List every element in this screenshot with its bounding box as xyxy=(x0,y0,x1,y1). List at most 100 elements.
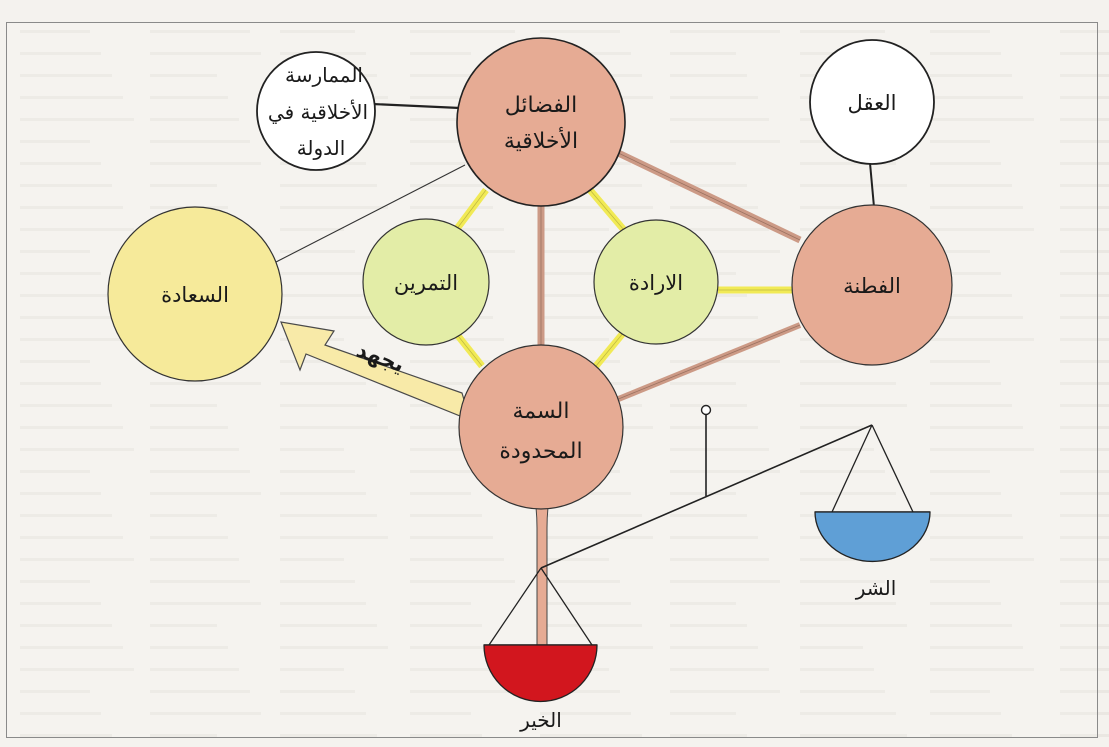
bleed-through-text xyxy=(670,96,758,99)
bleed-through-text xyxy=(280,294,377,297)
bleed-through-text xyxy=(280,30,355,33)
bleed-through-text xyxy=(1060,734,1109,737)
bleed-through-text xyxy=(150,426,228,429)
bleed-through-text xyxy=(930,206,1023,209)
bleed-through-text xyxy=(1060,162,1109,165)
bleed-through-text xyxy=(410,690,515,693)
bleed-through-text xyxy=(150,52,261,55)
bleed-through-text xyxy=(930,646,1023,649)
bleed-through-text xyxy=(670,646,758,649)
bleed-through-text xyxy=(20,492,101,495)
bleed-through-text xyxy=(280,448,344,451)
bleed-through-text xyxy=(410,514,482,517)
bleed-through-text xyxy=(670,74,747,77)
bleed-through-text xyxy=(150,140,250,143)
bleed-through-text xyxy=(670,338,769,341)
bleed-through-text xyxy=(280,580,355,583)
bleed-through-text xyxy=(410,602,471,605)
bleed-through-text xyxy=(1060,646,1109,649)
bleed-through-text xyxy=(670,52,736,55)
good-pan xyxy=(483,644,598,703)
virtues-label-line1: الفضائل xyxy=(505,93,578,118)
bleed-through-text xyxy=(280,690,355,693)
bleed-through-text xyxy=(540,338,609,341)
bleed-through-text xyxy=(930,228,1034,231)
bleed-through-text xyxy=(280,206,388,209)
bleed-through-text xyxy=(1060,52,1109,55)
bleed-through-text xyxy=(20,580,90,583)
bleed-through-text xyxy=(1060,228,1109,231)
bleed-through-text xyxy=(410,74,482,77)
bleed-through-text xyxy=(800,448,874,451)
bleed-through-text xyxy=(20,96,123,99)
bleed-through-text xyxy=(150,74,217,77)
bleed-through-text xyxy=(670,492,736,495)
bleed-through-text xyxy=(1060,184,1109,187)
bleed-through-text xyxy=(670,228,769,231)
bleed-through-text xyxy=(20,52,101,55)
bleed-through-text xyxy=(930,74,1012,77)
bleed-through-text xyxy=(280,404,377,407)
bleed-through-text xyxy=(800,624,907,627)
bleed-through-text xyxy=(800,30,885,33)
bleed-through-text xyxy=(410,580,515,583)
bleed-through-text xyxy=(540,272,631,275)
yellow-links xyxy=(452,187,792,369)
bleed-through-text xyxy=(1060,96,1109,99)
bleed-through-text xyxy=(800,646,863,649)
bleed-through-text xyxy=(20,272,101,275)
node-training: التمرين xyxy=(362,218,490,346)
practice-label-line2: الأخلاقية في xyxy=(268,100,368,125)
bleed-through-text xyxy=(280,492,366,495)
bleed-through-text xyxy=(410,162,471,165)
bleed-through-text xyxy=(20,162,101,165)
training-label: التمرين xyxy=(394,271,458,295)
virtues-circle xyxy=(456,37,626,207)
bleed-through-text xyxy=(930,360,990,363)
bleed-through-text xyxy=(280,360,355,363)
bleed-through-text xyxy=(1060,492,1109,495)
happiness-label: السعادة xyxy=(161,283,229,307)
will-label: الارادة xyxy=(629,271,683,295)
bleed-through-text xyxy=(410,184,482,187)
evil-pan xyxy=(814,511,931,563)
bleed-through-text xyxy=(410,30,515,33)
bleed-through-text xyxy=(280,470,355,473)
bleed-through-text xyxy=(670,448,769,451)
bleed-through-text xyxy=(150,558,239,561)
bleed-through-text xyxy=(670,30,780,33)
bleed-through-text xyxy=(150,624,217,627)
bleed-through-text xyxy=(930,470,990,473)
bleed-through-text xyxy=(1060,316,1109,319)
bleed-through-text xyxy=(20,558,134,561)
bleed-through-text xyxy=(150,30,250,33)
bleed-through-text xyxy=(280,712,366,715)
link-virtues-happiness xyxy=(275,164,466,263)
bleed-through-text xyxy=(280,646,388,649)
scale-indicator-knob xyxy=(700,404,712,416)
mean-label-line2: المحدودة xyxy=(499,439,582,464)
bleed-through-text xyxy=(800,470,885,473)
bleed-through-text xyxy=(20,602,101,605)
bleed-through-text xyxy=(150,382,261,385)
bleed-through-text xyxy=(670,602,736,605)
bleed-through-text xyxy=(930,184,1012,187)
bleed-through-text xyxy=(20,30,90,33)
bleed-through-text xyxy=(150,668,239,671)
bleed-through-text xyxy=(670,426,758,429)
good-pan-string-right xyxy=(540,567,593,646)
balance-scale: الخير الشر xyxy=(483,404,931,732)
evil-pan-label: الشر xyxy=(855,576,897,600)
bleed-through-text xyxy=(1060,74,1109,77)
bleed-through-text xyxy=(800,206,863,209)
bleed-through-text xyxy=(930,690,990,693)
bleed-through-text xyxy=(150,162,261,165)
bleed-through-text xyxy=(1060,140,1109,143)
bleed-through-text xyxy=(20,382,101,385)
arrow-shape xyxy=(280,321,471,422)
bleed-through-text xyxy=(670,316,758,319)
bleed-through-text xyxy=(20,712,101,715)
bleed-through-text xyxy=(150,118,239,121)
bleed-through-text xyxy=(800,360,885,363)
